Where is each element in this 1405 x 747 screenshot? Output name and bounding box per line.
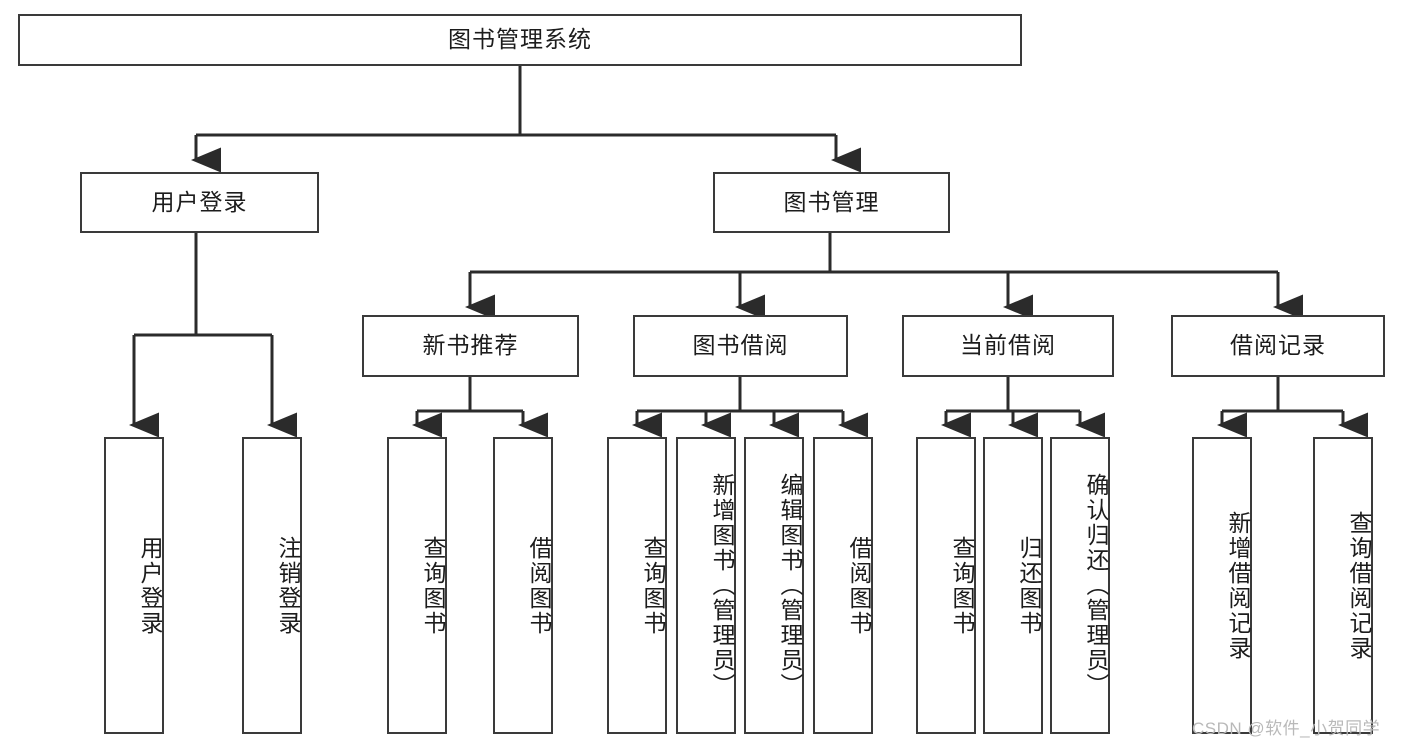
node-book-borrow[interactable]: 图书借阅 <box>633 315 848 377</box>
node-label: 当前借阅 <box>960 332 1056 359</box>
leaf-edit-book-admin[interactable]: 编辑图书（管理员） <box>744 437 804 734</box>
leaf-borrow-book-newbook[interactable]: 借阅图书 <box>493 437 553 734</box>
leaf-query-book-current[interactable]: 查询图书 <box>916 437 976 734</box>
leaf-add-borrow-record[interactable]: 新增借阅记录 <box>1192 437 1252 734</box>
node-label: 借阅图书 <box>526 535 552 636</box>
node-book-management[interactable]: 图书管理 <box>713 172 950 233</box>
leaf-query-book-borrow[interactable]: 查询图书 <box>607 437 667 734</box>
node-label: 新增图书（管理员） <box>709 473 735 698</box>
leaf-user-login[interactable]: 用户登录 <box>104 437 164 734</box>
node-label: 归还图书 <box>1016 535 1042 636</box>
node-label: 查询图书 <box>949 535 975 636</box>
node-label: 注销登录 <box>275 535 301 636</box>
leaf-query-borrow-record[interactable]: 查询借阅记录 <box>1313 437 1373 734</box>
leaf-query-book-newbook[interactable]: 查询图书 <box>387 437 447 734</box>
node-label: 确认归还（管理员） <box>1083 473 1109 698</box>
node-label: 新增借阅记录 <box>1225 510 1251 661</box>
node-user-login[interactable]: 用户登录 <box>80 172 319 233</box>
node-label: 借阅记录 <box>1230 332 1326 359</box>
leaf-add-book-admin[interactable]: 新增图书（管理员） <box>676 437 736 734</box>
node-label: 图书管理系统 <box>448 26 592 53</box>
node-label: 编辑图书（管理员） <box>777 473 803 698</box>
node-label: 用户登录 <box>137 535 163 636</box>
node-label: 图书管理 <box>783 188 880 215</box>
node-new-book-recommend[interactable]: 新书推荐 <box>362 315 579 377</box>
node-root-book-management-system[interactable]: 图书管理系统 <box>18 14 1022 66</box>
leaf-logout[interactable]: 注销登录 <box>242 437 302 734</box>
leaf-borrow-book[interactable]: 借阅图书 <box>813 437 873 734</box>
node-label: 查询图书 <box>420 535 446 636</box>
leaf-confirm-return-admin[interactable]: 确认归还（管理员） <box>1050 437 1110 734</box>
node-borrow-record[interactable]: 借阅记录 <box>1171 315 1385 377</box>
node-label: 图书借阅 <box>692 332 789 359</box>
node-current-borrow[interactable]: 当前借阅 <box>902 315 1114 377</box>
node-label: 用户登录 <box>151 188 248 215</box>
node-label: 新书推荐 <box>422 332 519 359</box>
node-label: 查询借阅记录 <box>1346 510 1372 661</box>
node-label: 借阅图书 <box>846 535 872 636</box>
node-label: 查询图书 <box>640 535 666 636</box>
leaf-return-book[interactable]: 归还图书 <box>983 437 1043 734</box>
